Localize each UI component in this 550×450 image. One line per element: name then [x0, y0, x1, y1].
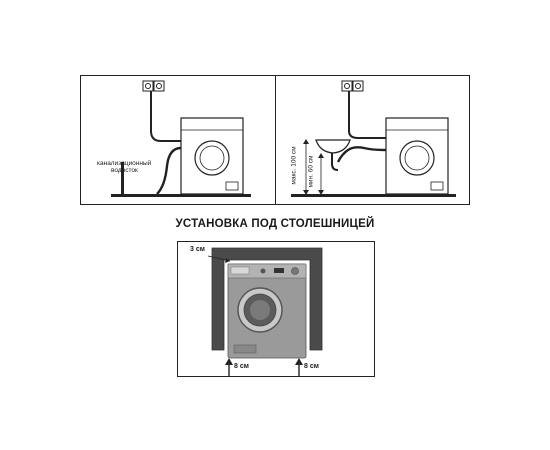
sink-icon	[315, 139, 351, 171]
washing-machine-icon	[385, 117, 449, 195]
washing-machine-icon	[227, 263, 307, 359]
under-counter-diagram: 3 см 8 см 8 см	[177, 241, 375, 377]
left-diagram-drawing	[111, 80, 251, 197]
height-dimension-lines	[303, 139, 324, 195]
washing-machine-icon	[180, 117, 244, 195]
drain-label-line1: канализационный	[97, 160, 152, 167]
floor-line	[111, 194, 251, 197]
under-counter-drawing	[207, 247, 323, 376]
section-title: УСТАНОВКА ПОД СТОЛЕШНИЦЕЙ	[175, 218, 375, 230]
left-bottom-gap-label: 8 см	[234, 363, 249, 370]
drain-hose-diagram-left: канализационный водосток	[80, 75, 275, 205]
min-height-label: мин. 60 см	[307, 155, 315, 188]
cabinet-frame	[211, 247, 323, 351]
top-gap-arrow	[207, 255, 231, 263]
water-tap-icon	[142, 80, 165, 92]
drain-hose	[156, 146, 182, 195]
drain-standpipe	[121, 162, 124, 194]
water-tap-icon	[341, 80, 364, 92]
max-height-label: макс. 100 см	[290, 146, 298, 185]
right-bottom-gap-label: 8 см	[304, 363, 319, 370]
inlet-hose	[150, 91, 181, 142]
drain-label-line2: водосток	[111, 167, 138, 174]
inlet-hose	[348, 91, 386, 139]
bottom-gap-arrows	[225, 358, 303, 376]
drain-hose	[336, 146, 387, 163]
top-gap-label: 3 см	[190, 246, 205, 253]
right-diagram-drawing	[291, 80, 456, 197]
sink-drain-diagram-right: макс. 100 см мин. 60 см	[275, 75, 470, 205]
floor-line	[291, 194, 456, 197]
